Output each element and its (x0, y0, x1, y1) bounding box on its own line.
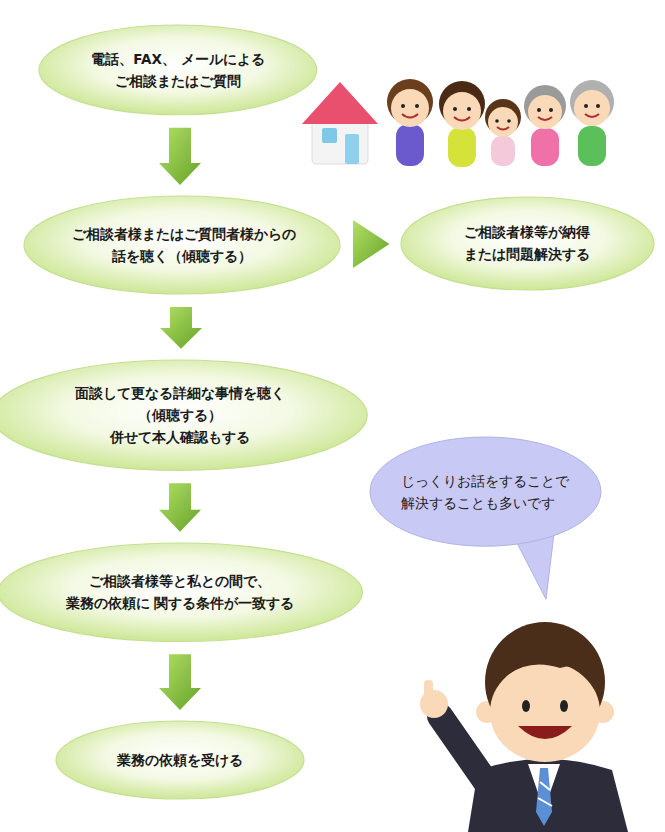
node-text: 面談して更なる詳細な事情を聴く （傾聴する） 併せて本人確認もする (67, 382, 294, 449)
ellipse-shape (401, 197, 654, 290)
ellipse-outline (400, 196, 655, 291)
flow-arrow (159, 483, 201, 532)
process-ellipse: 電話、FAX、 メールによる ご相談またはご質問 (38, 24, 318, 116)
node-text: ご相談者様等が納得 または問題解決する (464, 221, 591, 266)
ellipse-shape (0, 360, 368, 470)
process-ellipse: 業務の依頼を受ける (55, 720, 305, 800)
step-text: ご相談者様等と私との間で、 業務の依頼に 関する条件が一致する (48, 570, 313, 615)
ellipse-shape (0, 543, 362, 642)
node-text: 電話、FAX、 メールによる ご相談またはご質問 (87, 48, 269, 93)
bubble-body (370, 437, 601, 546)
businessman-figure (420, 622, 628, 832)
ellipse-outline (38, 24, 318, 116)
step-text: ご相談者様またはご質問者様からの 話を聴く（傾聴する） (72, 223, 292, 268)
process-ellipse: ご相談者様等と私との間で、 業務の依頼に 関する条件が一致する (0, 542, 363, 643)
process-ellipse: ご相談者様またはご質問者様からの 話を聴く（傾聴する） (23, 195, 341, 295)
flow-arrow (353, 220, 390, 268)
flow-arrow (159, 654, 201, 710)
speech-bubble: じっくりお話をすることで 解決することも多いです (369, 436, 602, 547)
ellipse-shape (24, 196, 340, 294)
bubble-join (513, 523, 555, 536)
ellipse-outline (0, 542, 363, 643)
family-figures (387, 79, 614, 167)
house-figure (302, 82, 378, 164)
ellipse-shape (56, 721, 304, 799)
step-text: 業務の依頼を受ける (117, 749, 243, 771)
process-ellipse: 面談して更なる詳細な事情を聴く （傾聴する） 併せて本人確認もする (0, 359, 369, 471)
ellipse-shape (39, 25, 317, 115)
flow-arrow (160, 307, 202, 349)
ellipse-outline (23, 195, 341, 295)
node-text: 業務の依頼を受ける (117, 749, 243, 771)
bubble-outline (369, 436, 602, 547)
node-text: じっくりお話をすることで 解決することも多いです (401, 470, 568, 515)
node-text: ご相談者様またはご質問者様からの 話を聴く（傾聴する） (72, 223, 292, 268)
step-text: 電話、FAX、 メールによる ご相談またはご質問 (87, 48, 269, 93)
process-ellipse: ご相談者様等が納得 または問題解決する (400, 196, 655, 291)
bubble-text: じっくりお話をすることで 解決することも多いです (401, 470, 568, 515)
flow-arrow (159, 128, 201, 185)
step-text: ご相談者様等が納得 または問題解決する (464, 221, 591, 266)
node-text: ご相談者様等と私との間で、 業務の依頼に 関する条件が一致する (48, 570, 313, 615)
step-text: 面談して更なる詳細な事情を聴く （傾聴する） 併せて本人確認もする (67, 382, 294, 449)
